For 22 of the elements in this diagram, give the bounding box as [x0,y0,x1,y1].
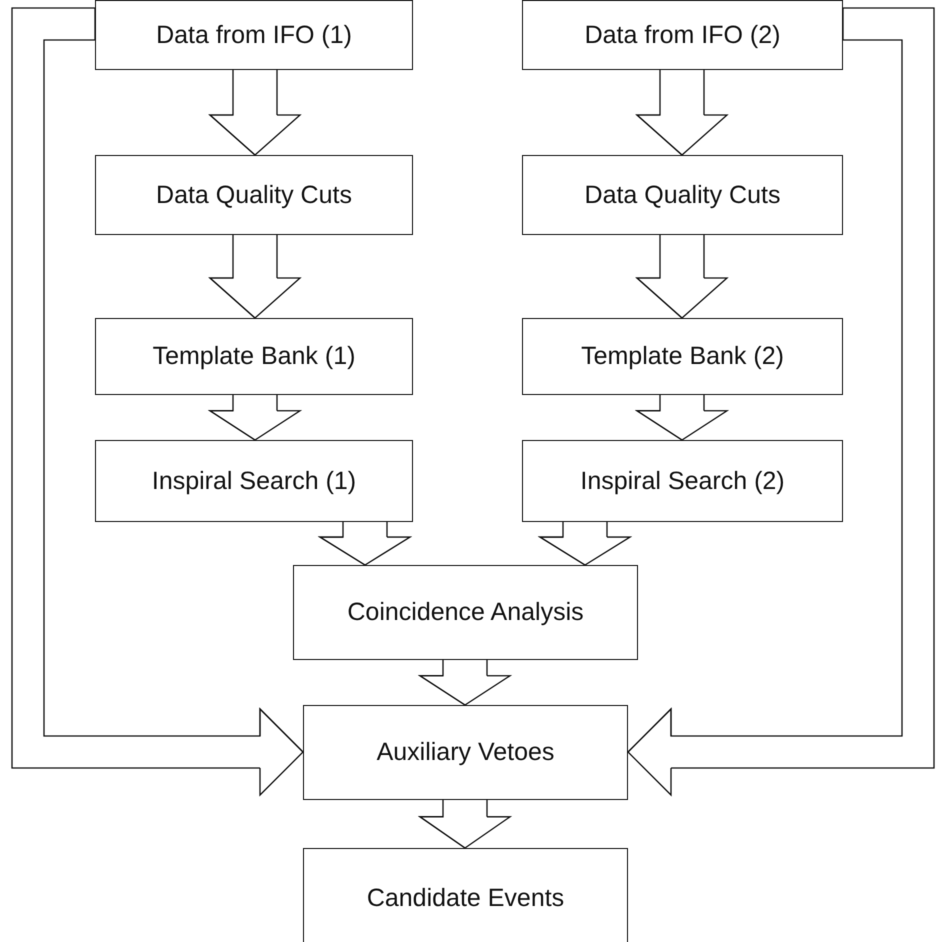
process-box [303,705,628,800]
box-label: Auxiliary Vetoes [376,738,554,767]
process-box [95,440,413,522]
process-box [522,440,843,522]
box-label: Data from IFO (2) [584,20,780,50]
box-label: Template Bank (1) [152,342,356,371]
box-label: Inspiral Search (1) [152,466,356,496]
box-label: Candidate Events [366,884,564,912]
box-label: Data Quality Cuts [156,180,352,210]
process-box [95,0,413,70]
box-label: Data from IFO (1) [156,20,352,50]
box-label: Coincidence Analysis [347,598,584,627]
box-label: Inspiral Search (2) [580,466,785,496]
process-box [522,0,843,70]
process-box [522,155,843,235]
box-label: Data Quality Cuts [584,180,780,210]
process-box [522,318,843,395]
box-label: Template Bank (2) [581,342,784,371]
process-box [95,318,413,395]
process-box [95,155,413,235]
process-box [303,848,628,942]
process-box [293,565,638,660]
